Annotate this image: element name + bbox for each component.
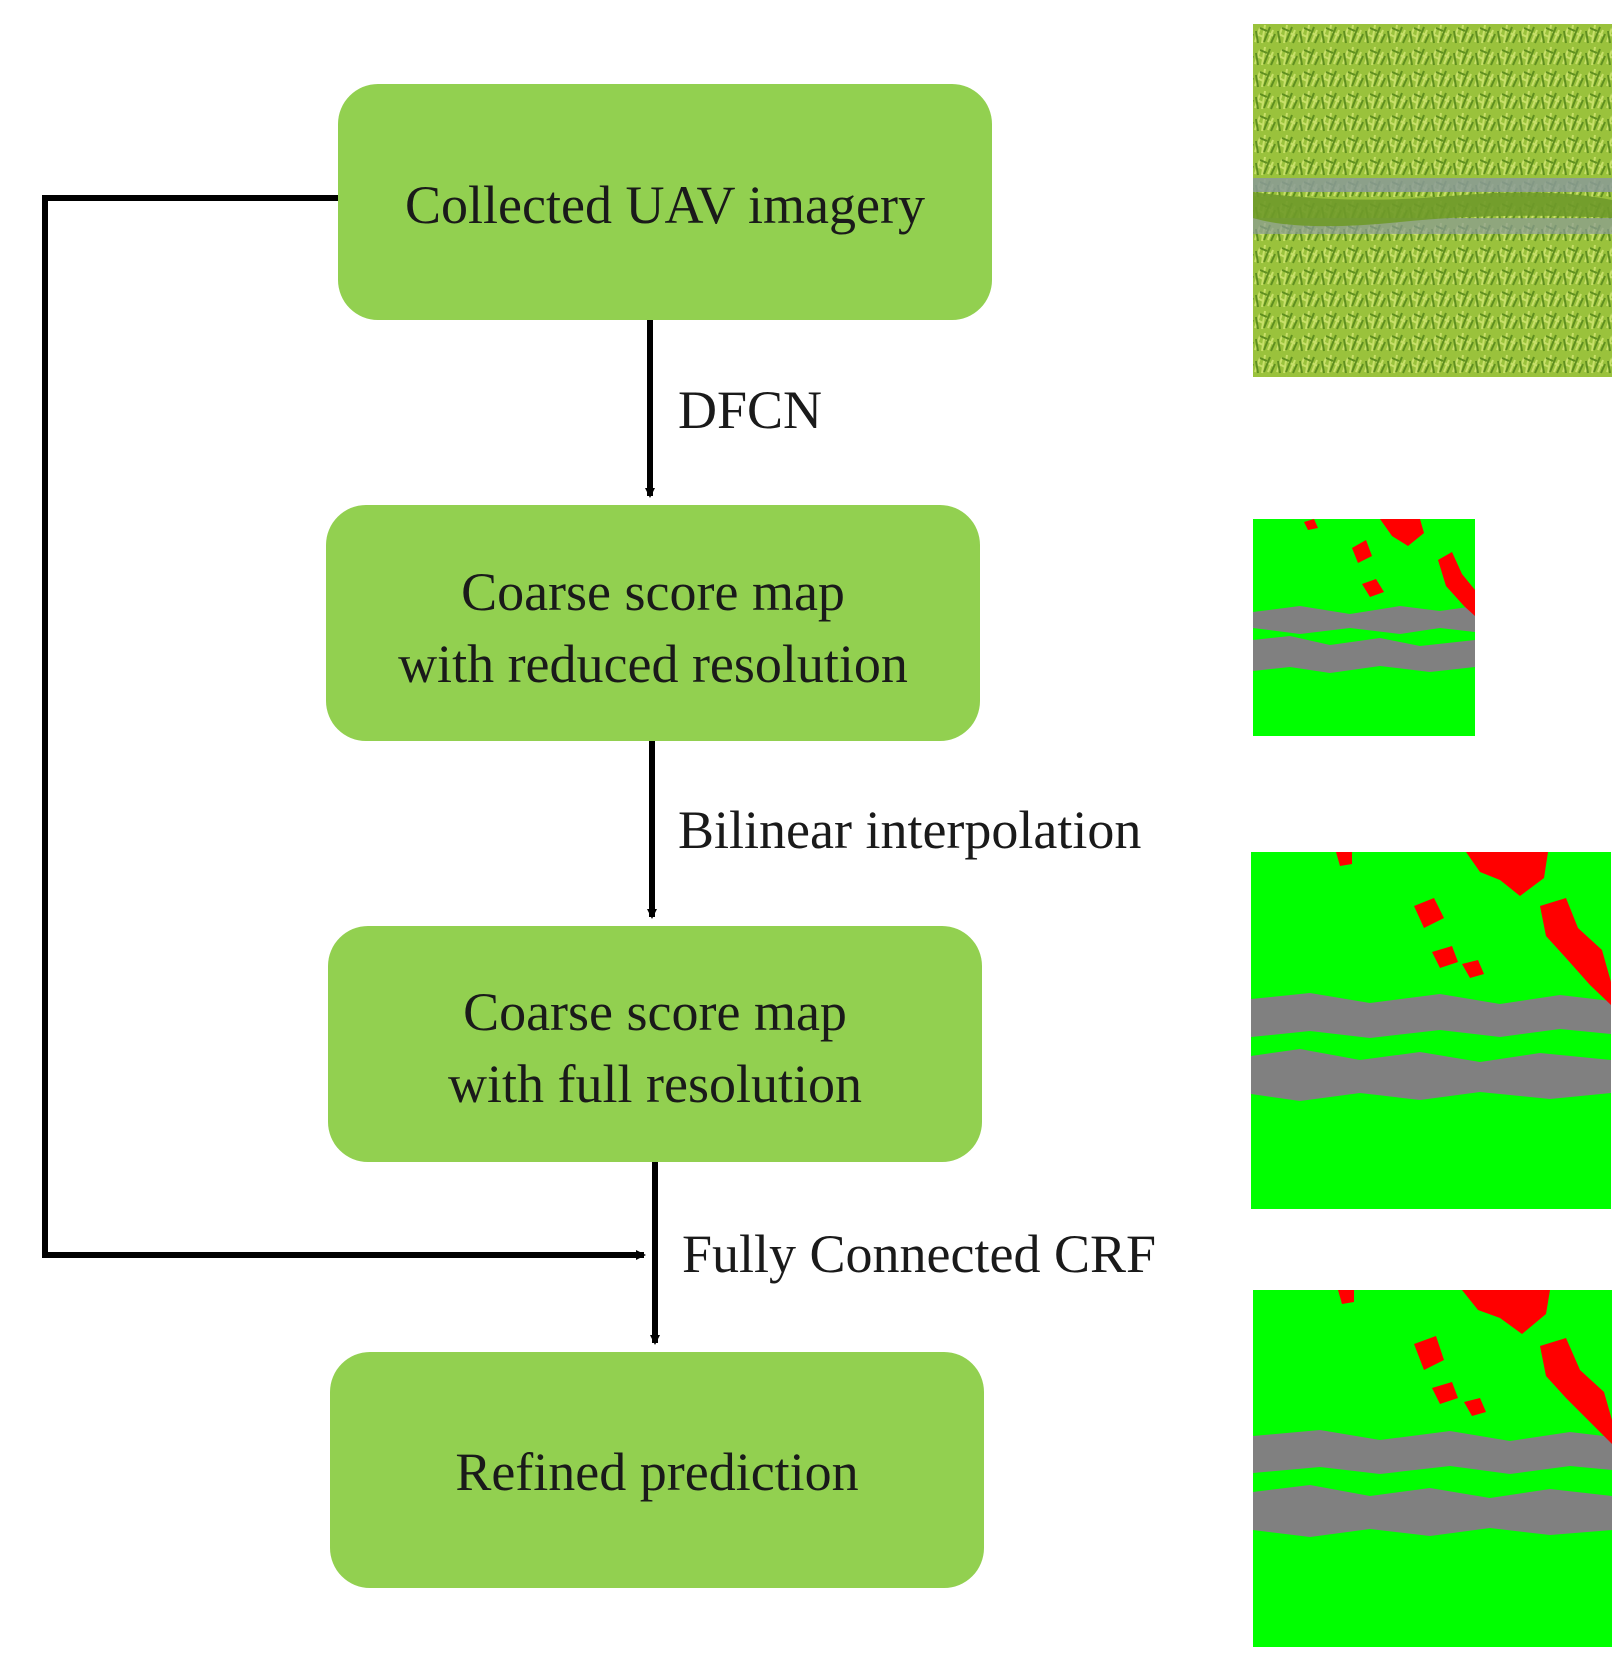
- node-label-line-1: Coarse score map: [463, 982, 847, 1042]
- edge-label-dfcn: DFCN: [678, 380, 822, 440]
- node-label: Refined prediction: [455, 1442, 858, 1502]
- node-refined-prediction: Refined prediction: [330, 1352, 984, 1588]
- node-coarse-score-map-reduced: Coarse score map with reduced resolution: [326, 505, 980, 741]
- uav-photo: [1253, 24, 1612, 377]
- edge-label-crf: Fully Connected CRF: [682, 1224, 1156, 1284]
- node-label-line-2: with reduced resolution: [398, 634, 908, 694]
- node-label-line-1: Coarse score map: [461, 562, 845, 622]
- reduced-resolution-map: [1253, 519, 1475, 736]
- refined-prediction-map: [1253, 1290, 1612, 1647]
- node-coarse-score-map-full: Coarse score map with full resolution: [328, 926, 982, 1162]
- node-collected-uav-imagery: Collected UAV imagery: [338, 84, 992, 320]
- edge-label-bilinear: Bilinear interpolation: [678, 800, 1141, 860]
- skip-connection-arrow: [42, 195, 646, 1260]
- node-label-line-2: with full resolution: [448, 1054, 862, 1114]
- full-resolution-map: [1251, 852, 1611, 1209]
- node-label: Collected UAV imagery: [405, 175, 925, 235]
